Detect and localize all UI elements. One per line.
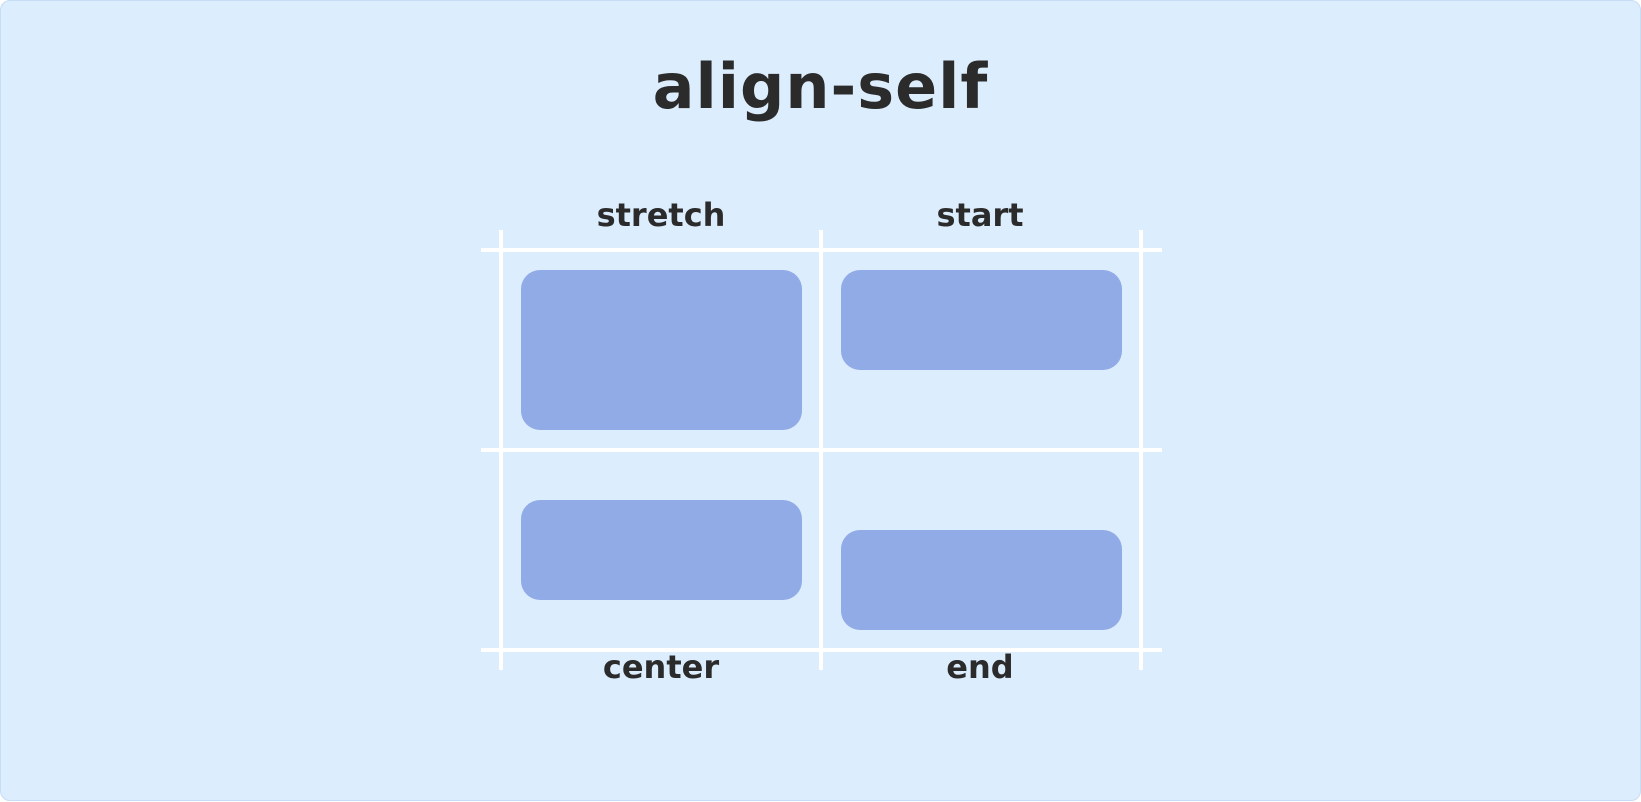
- label-stretch: stretch: [596, 196, 726, 234]
- diagram-title: align-self: [652, 50, 989, 123]
- item-box-stretch: [521, 270, 802, 430]
- label-start: start: [936, 196, 1024, 234]
- item-box-center: [521, 500, 802, 600]
- item-box-start: [841, 270, 1122, 370]
- label-center: center: [602, 648, 720, 686]
- label-end: end: [946, 648, 1014, 686]
- item-box-end: [841, 530, 1122, 630]
